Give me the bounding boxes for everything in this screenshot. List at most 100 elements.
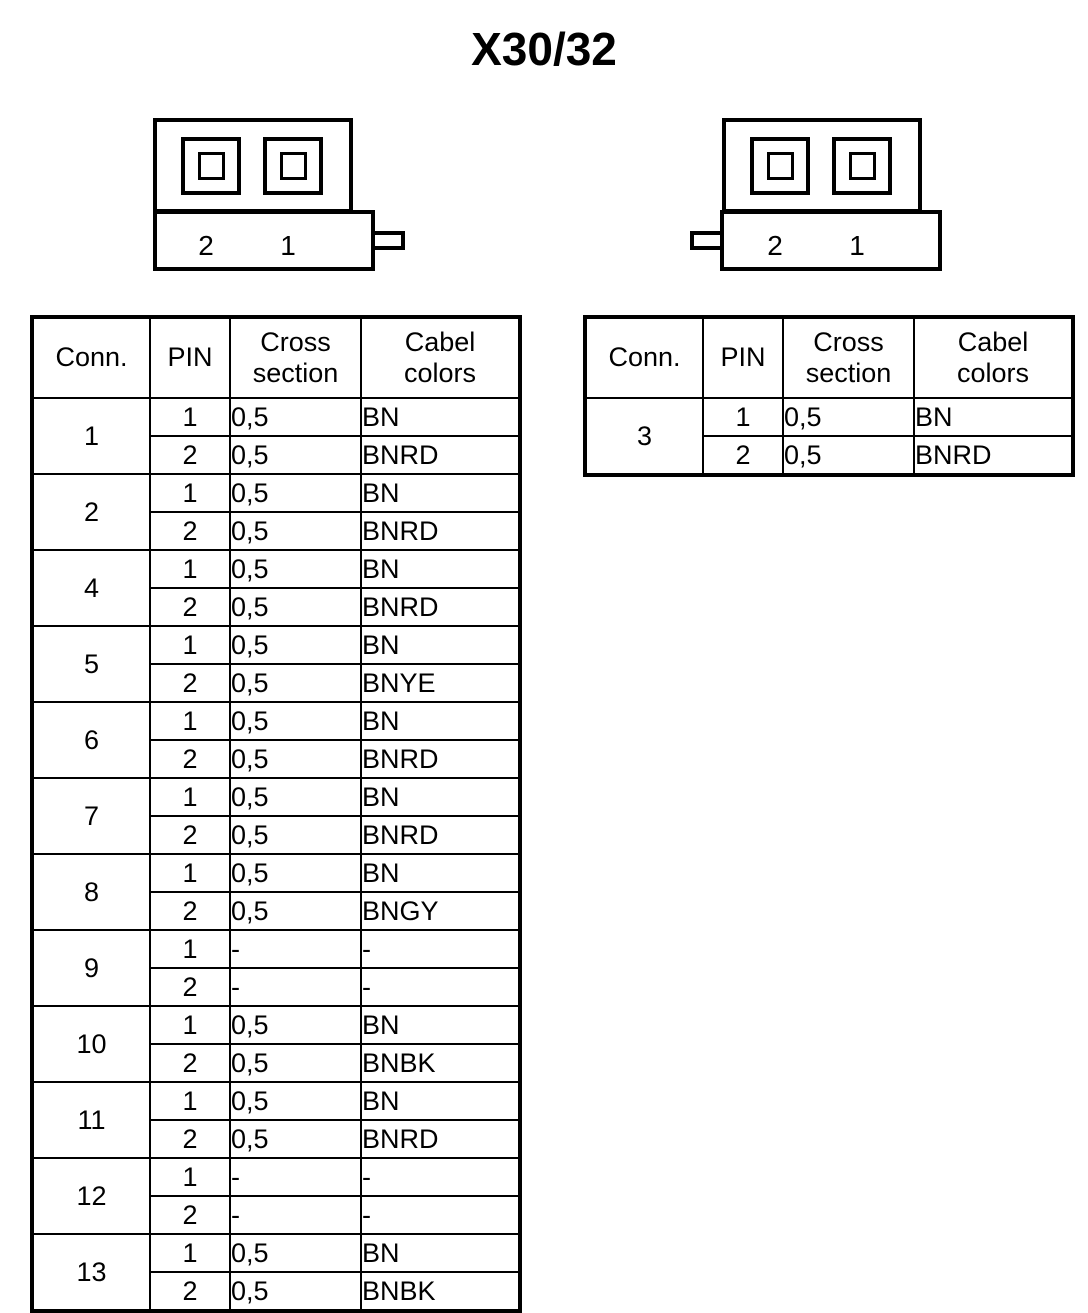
cell-pin-number: 2 [149, 739, 231, 779]
cell-pin-number: 1 [149, 473, 231, 513]
right-connector-lower-housing: 2 1 [720, 210, 942, 271]
header-pin: PIN [702, 316, 784, 399]
header-color-line1: Cabel [957, 326, 1029, 357]
cell-pin-number: 1 [149, 1081, 231, 1121]
header-conn: Conn. [584, 316, 704, 399]
cell-cross-section: 0,5 [229, 435, 362, 475]
left-connector-pin-label-2: 2 [198, 230, 214, 261]
right-connector: 2 1 [690, 118, 945, 273]
cell-cross-section: 0,5 [229, 1233, 362, 1273]
cell-cross-section: 0,5 [229, 663, 362, 703]
header-color-line2: colors [403, 358, 477, 388]
cell-connector-number: 3 [584, 397, 704, 476]
cell-pin-number: 2 [149, 1271, 231, 1312]
cell-cabel-color: BN [360, 473, 521, 513]
cell-cross-section: 0,5 [229, 587, 362, 627]
cell-pin-number: 1 [149, 777, 231, 817]
header-cross-line1: Cross [260, 326, 331, 357]
cell-cabel-color: - [360, 929, 521, 969]
cell-pin-number: 2 [149, 891, 231, 931]
left-connector-lower-housing: 2 1 [153, 210, 375, 271]
cell-cross-section: 0,5 [229, 1271, 362, 1312]
cell-cross-section: - [229, 1195, 362, 1235]
left-connector-pad-inner-2 [198, 152, 225, 180]
header-pin: PIN [149, 316, 231, 399]
cell-pin-number: 1 [149, 397, 231, 437]
cell-pin-number: 1 [702, 397, 784, 437]
cell-cabel-color: BNRD [360, 587, 521, 627]
cell-pin-number: 2 [149, 1043, 231, 1083]
header-pin-line1: PIN [167, 342, 213, 373]
cell-cross-section: 0,5 [229, 701, 362, 741]
cell-connector-number: 8 [31, 853, 151, 931]
cell-cross-section: 0,5 [229, 815, 362, 855]
cell-cabel-color: BNRD [360, 435, 521, 475]
cell-cross-section: 0,5 [229, 853, 362, 893]
cell-cabel-color: - [360, 967, 521, 1007]
cell-pin-number: 2 [149, 1195, 231, 1235]
cell-connector-number: 11 [31, 1081, 151, 1159]
right-connector-pin-label-1: 1 [849, 230, 865, 261]
cell-pin-number: 1 [149, 549, 231, 589]
cell-pin-number: 1 [149, 853, 231, 893]
right-connector-pin-label-2: 2 [767, 230, 783, 261]
cell-cabel-color: BNRD [360, 739, 521, 779]
cell-pin-number: 1 [149, 1233, 231, 1273]
cell-cross-section: 0,5 [229, 549, 362, 589]
cell-connector-number: 2 [31, 473, 151, 551]
cell-cabel-color: BN [360, 625, 521, 665]
table-header-row: Conn. PIN Cross section Cabel colors [584, 316, 1074, 399]
header-conn-line1: Conn. [608, 342, 681, 373]
cell-cabel-color: BNYE [360, 663, 521, 703]
header-conn-line1: Conn. [55, 342, 128, 373]
header-cabel-colors: Cabel colors [360, 316, 521, 399]
cell-cross-section: 0,5 [229, 473, 362, 513]
header-cross-section: Cross section [782, 316, 915, 399]
cell-connector-number: 9 [31, 929, 151, 1007]
table-header-row: Conn. PIN Cross section Cabel colors [31, 316, 521, 399]
cell-cross-section: 0,5 [229, 1119, 362, 1159]
cell-cabel-color: BN [913, 397, 1074, 437]
cell-cabel-color: BNRD [360, 1119, 521, 1159]
cell-pin-number: 1 [149, 701, 231, 741]
right-connector-pad-inner-1 [849, 152, 876, 180]
cell-cabel-color: BN [360, 701, 521, 741]
header-cross-line2: section [805, 358, 892, 388]
left-connector-pad-inner-1 [280, 152, 307, 180]
cell-cabel-color: BN [360, 1081, 521, 1121]
header-cross-line1: Cross [813, 326, 884, 357]
cell-cabel-color: BN [360, 397, 521, 437]
header-color-line2: colors [956, 358, 1030, 388]
cell-connector-number: 13 [31, 1233, 151, 1312]
cell-pin-number: 2 [149, 511, 231, 551]
cell-connector-number: 12 [31, 1157, 151, 1235]
cell-connector-number: 10 [31, 1005, 151, 1083]
header-cabel-colors: Cabel colors [913, 316, 1074, 399]
cell-connector-number: 1 [31, 397, 151, 475]
cell-cross-section: - [229, 1157, 362, 1197]
cell-connector-number: 6 [31, 701, 151, 779]
page-title: X30/32 [471, 23, 617, 75]
cell-cabel-color: BNBK [360, 1271, 521, 1312]
cell-pin-number: 1 [149, 625, 231, 665]
cell-cross-section: 0,5 [229, 511, 362, 551]
cell-cabel-color: BN [360, 549, 521, 589]
